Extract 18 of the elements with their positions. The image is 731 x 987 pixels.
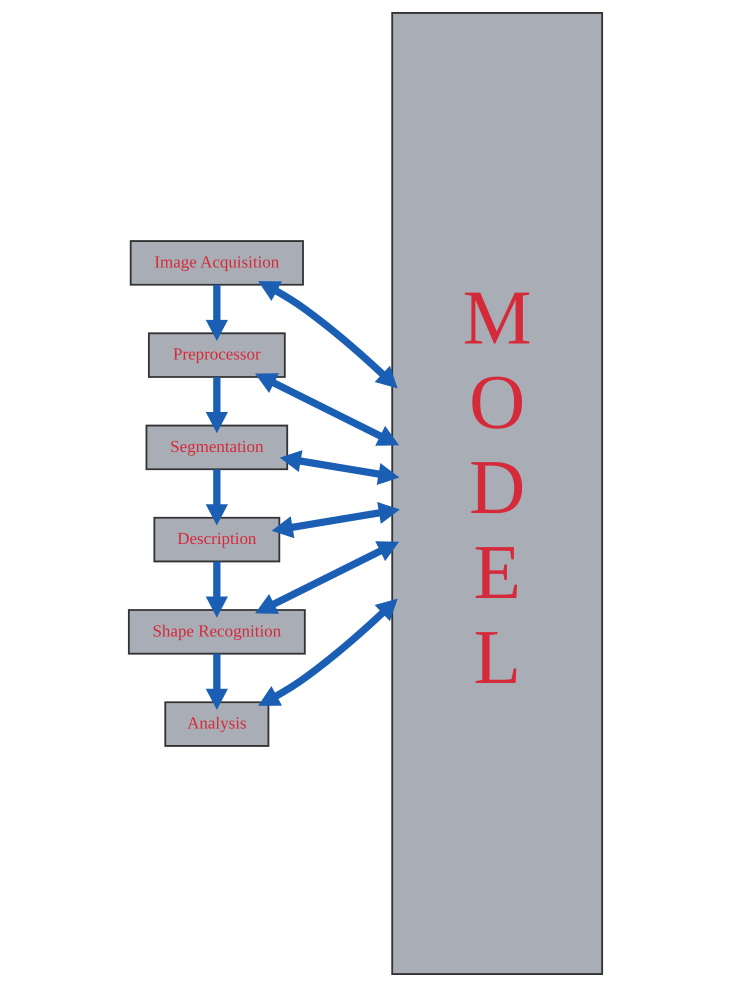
arrow [255,541,400,614]
arrow [258,281,398,388]
node-box: Segmentation [146,424,288,470]
arrow [206,654,228,710]
arrow [255,373,400,446]
arrow [206,377,228,434]
node-box: Shape Recognition [128,609,306,655]
arrow [206,469,228,526]
arrow [206,562,228,618]
arrow [272,502,400,538]
arrow [258,598,398,706]
node-box: Analysis [164,701,270,747]
arrow [206,284,228,341]
node-box: MODEL [391,12,604,975]
node-box: Image Acquisition [130,240,304,286]
arrow [280,450,400,485]
node-box: Description [153,516,280,562]
node-box: Preprocessor [148,332,286,378]
